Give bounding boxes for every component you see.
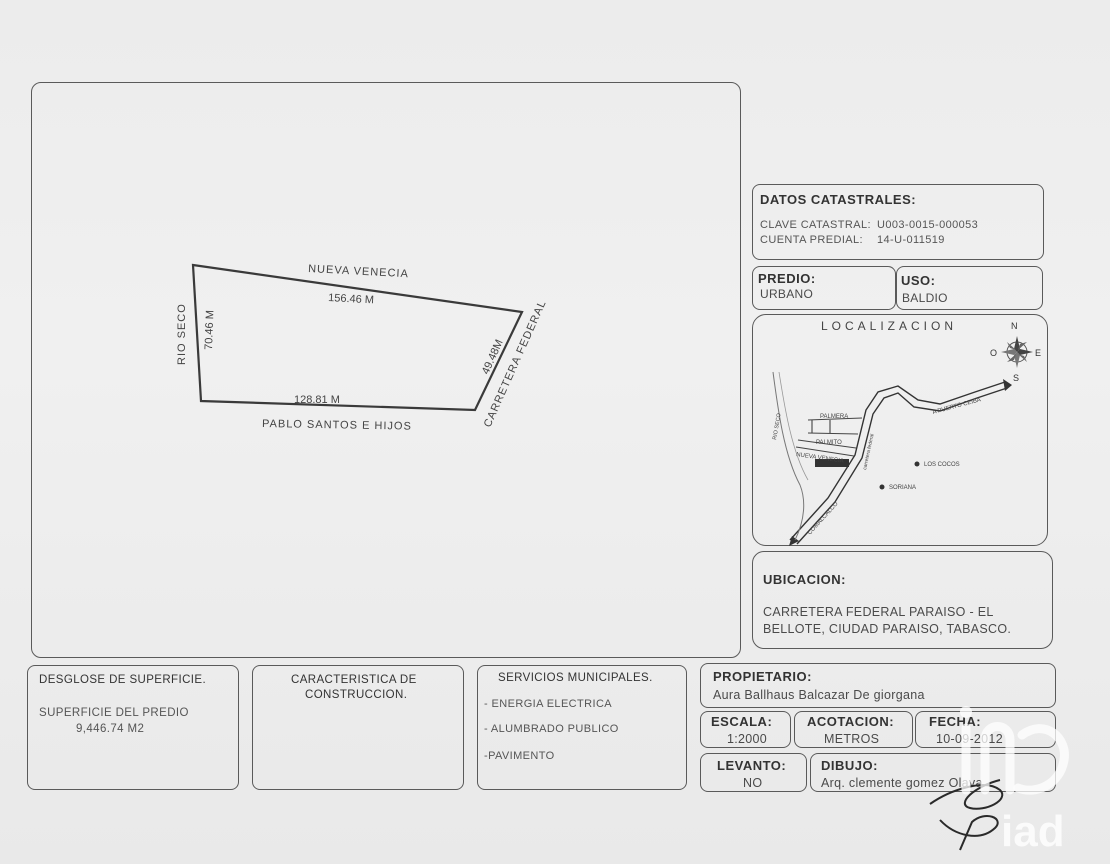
levanto-box: LEVANTO: NO [700, 753, 807, 792]
fecha-label: FECHA: [929, 714, 982, 729]
uso-label: USO: [901, 273, 936, 288]
construccion-line1: CARACTERISTICA DE [291, 674, 417, 686]
ubicacion-title: UBICACION: [763, 572, 846, 587]
cadastral-box: DATOS CATASTRALES: CLAVE CATASTRAL: U003… [752, 184, 1044, 260]
servicio-item-alumbrado-text: ALUMBRADO PUBLICO [490, 723, 619, 735]
predio-box: PREDIO: URBANO [752, 266, 896, 310]
escala-value: 1:2000 [727, 732, 768, 746]
superficie-label: SUPERFICIE DEL PREDIO [39, 707, 189, 719]
localizacion-title: LOCALIZACION [821, 319, 958, 333]
clave-label: CLAVE CATASTRAL: [760, 219, 871, 231]
ubicacion-line1: CARRETERA FEDERAL PARAISO - EL [763, 605, 994, 619]
uso-value: BALDIO [902, 291, 948, 305]
servicio-item-pavimento: -PAVIMENTO [484, 750, 555, 762]
servicios-box: SERVICIOS MUNICIPALES. - ENERGIA ELECTRI… [477, 665, 687, 790]
servicios-title: SERVICIOS MUNICIPALES. [498, 672, 653, 684]
fecha-value: 10-09-2012 [936, 732, 1003, 746]
cadastral-title: DATOS CATASTRALES: [760, 192, 917, 207]
servicio-item-pavimento-text: PAVIMENTO [488, 750, 555, 762]
acotacion-value: METROS [824, 732, 880, 746]
propietario-label: PROPIETARIO: [713, 669, 812, 684]
ubicacion-line2: BELLOTE, CIUDAD PARAISO, TABASCO. [763, 622, 1012, 636]
construccion-box: CARACTERISTICA DE CONSTRUCCION. [252, 665, 464, 790]
acotacion-label: ACOTACION: [807, 714, 895, 729]
plot-frame [31, 82, 741, 658]
cuenta-value: 14-U-011519 [877, 234, 945, 246]
servicio-item-alumbrado: - ALUMBRADO PUBLICO [484, 723, 619, 735]
escala-box: ESCALA: 1:2000 [700, 711, 791, 748]
servicio-item-energia-text: ENERGIA ELECTRICA [491, 698, 613, 710]
iad-watermark-text: iad [1001, 807, 1065, 856]
construccion-line2: CONSTRUCCION. [305, 689, 408, 701]
propietario-box: PROPIETARIO: Aura Ballhaus Balcazar De g… [700, 663, 1056, 708]
superficie-box: DESGLOSE DE SUPERFICIE. SUPERFICIE DEL P… [27, 665, 239, 790]
dibujo-value: Arq. clemente gomez Olava [821, 776, 983, 790]
levanto-label: LEVANTO: [717, 758, 787, 773]
dibujo-label: DIBUJO: [821, 758, 878, 773]
clave-value: U003-0015-000053 [877, 219, 979, 231]
levanto-value: NO [743, 776, 763, 790]
propietario-value: Aura Ballhaus Balcazar De giorgana [713, 688, 925, 702]
fecha-box: FECHA: 10-09-2012 [915, 711, 1056, 748]
ubicacion-box: UBICACION: CARRETERA FEDERAL PARAISO - E… [752, 551, 1053, 649]
cuenta-label: CUENTA PREDIAL: [760, 234, 863, 246]
localizacion-box: LOCALIZACION [752, 314, 1048, 546]
superficie-title: DESGLOSE DE SUPERFICIE. [39, 674, 207, 686]
uso-box: USO: BALDIO [896, 266, 1043, 310]
predio-label: PREDIO: [758, 271, 816, 286]
predio-value: URBANO [760, 287, 814, 301]
escala-label: ESCALA: [711, 714, 773, 729]
servicio-item-energia: - ENERGIA ELECTRICA [484, 698, 613, 710]
acotacion-box: ACOTACION: METROS [794, 711, 913, 748]
superficie-value: 9,446.74 M2 [76, 723, 145, 735]
dibujo-box: DIBUJO: Arq. clemente gomez Olava [810, 753, 1056, 792]
